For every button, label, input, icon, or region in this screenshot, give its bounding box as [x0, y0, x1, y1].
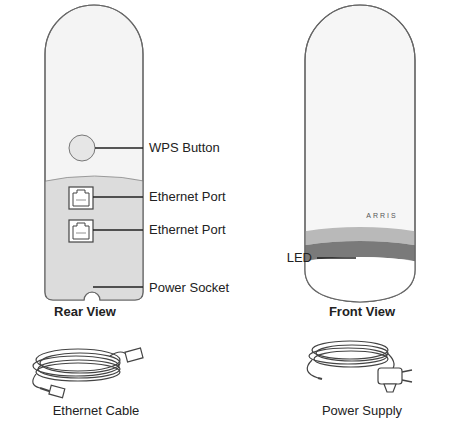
leader-line: [93, 148, 143, 287]
brand-logo: ARRIS: [366, 212, 397, 220]
accessory-label: Power Supply: [322, 404, 402, 418]
front-housing: [300, 5, 420, 310]
part-label: Ethernet Port: [149, 190, 226, 204]
power-supply: [307, 341, 412, 392]
part-label: Power Socket: [149, 281, 229, 295]
accessory-label: Ethernet Cable: [53, 404, 140, 418]
ethernet-cable: [33, 348, 143, 398]
view-title: Front View: [329, 305, 395, 319]
part-label: Ethernet Port: [149, 223, 226, 237]
rear-housing: [40, 5, 150, 310]
ethernet-port: [69, 187, 93, 242]
part-label: LED: [287, 251, 312, 265]
part-label: WPS Button: [149, 141, 220, 155]
leader-line: [317, 257, 356, 258]
view-title: Rear View: [54, 305, 116, 319]
